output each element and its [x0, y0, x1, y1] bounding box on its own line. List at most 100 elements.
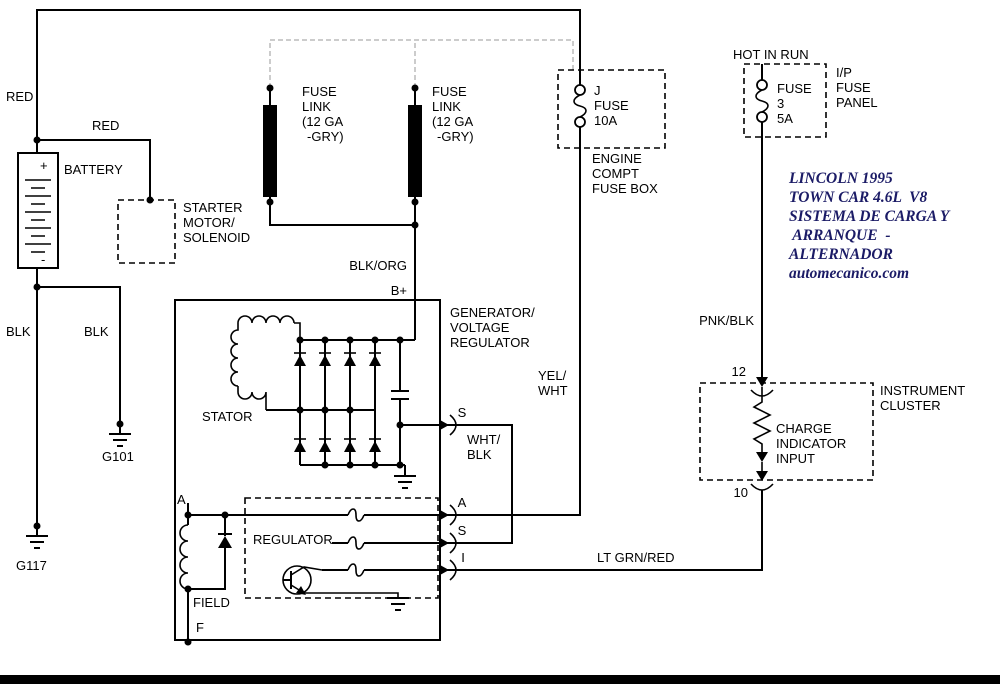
vehicle-note: LINCOLN 1995 TOWN CAR 4.6L V8 SISTEMA DE…	[788, 170, 951, 282]
engine-fuse-box-line2: COMPT	[592, 166, 639, 181]
generator-caption-line1: GENERATOR/	[450, 305, 535, 320]
regulator-i-squiggle	[347, 563, 365, 577]
rectifier-bridge	[266, 300, 416, 489]
terminal-s-label: S	[458, 523, 467, 538]
fuse-link-left-line4: -GRY)	[307, 129, 344, 144]
terminal-s-top-arrow	[440, 420, 449, 430]
ip-fuse-panel-box	[743, 63, 827, 138]
starter-caption: STARTER MOTOR/ SOLENOID	[183, 200, 250, 245]
label-red-main: RED	[6, 89, 33, 104]
label-lt-grn-red: LT GRN/RED	[597, 550, 675, 565]
fuse-link-right-line4: -GRY)	[437, 129, 474, 144]
starter-solenoid-box	[117, 199, 176, 264]
bridge-ground	[394, 465, 416, 489]
starter-caption-line3: SOLENOID	[183, 230, 250, 245]
ground-g117	[26, 526, 48, 549]
stator-label: STATOR	[202, 409, 253, 424]
engine-fuse-box-line3: FUSE BOX	[592, 181, 658, 196]
ghost-line-left	[269, 39, 574, 88]
fuse-3-terminal-top	[756, 79, 768, 91]
fuse-link-right-bar	[408, 105, 422, 197]
fuse-j-symbol	[573, 84, 587, 128]
fuse-j-element	[573, 94, 587, 118]
engine-fuse-box-line1: ENGINE	[592, 151, 642, 166]
fuse-j-word: FUSE	[594, 98, 629, 113]
charge-indicator-caption: CHARGE INDICATOR INPUT	[776, 421, 846, 466]
fuse-link-right-line1: FUSE	[432, 84, 467, 99]
label-yel-wht-line2: WHT	[538, 383, 568, 398]
ip-panel-line3: PANEL	[836, 95, 878, 110]
ip-panel-line2: FUSE	[836, 80, 871, 95]
cluster-caption-line1: INSTRUMENT	[880, 383, 965, 398]
cluster-resistor	[752, 387, 772, 471]
regulator-ground	[304, 592, 409, 611]
terminal-a-arrow	[440, 510, 449, 520]
regulator-s-squiggle	[347, 536, 365, 550]
junction-dots	[33, 84, 419, 646]
fuse-link-right-line2: LINK	[432, 99, 461, 114]
label-blk-main: BLK	[6, 324, 31, 339]
ground-g117-bars	[26, 535, 48, 549]
ground-g101-label: G101	[102, 449, 134, 464]
fuse-link-right-line3: (12 GA	[432, 114, 474, 129]
terminal-i-arrow	[440, 565, 449, 575]
terminal-i-arc	[449, 559, 457, 581]
wire-fuselink-left-bottom	[269, 197, 415, 226]
field-winding	[179, 503, 189, 642]
charge-caption-line1: CHARGE	[776, 421, 832, 436]
ghost-dashed-links	[269, 39, 574, 88]
fuse-3-word: FUSE	[777, 81, 812, 96]
fuse-j-rating: 10A	[594, 113, 617, 128]
stator-coil-left	[230, 323, 239, 387]
terminal-s-arc	[449, 532, 457, 554]
stator-coil-top	[237, 315, 301, 340]
label-blk-org: BLK/ORG	[349, 258, 407, 273]
generator-caption-line2: VOLTAGE	[450, 320, 510, 335]
terminal-s-arrow	[440, 538, 449, 548]
wire-yelwht-fuse-to-a-terminal	[364, 127, 581, 516]
terminal-s-top-label: S	[458, 405, 467, 420]
label-yel-wht-line1: YEL/	[538, 368, 567, 383]
fuse-3-terminal-bottom	[756, 111, 768, 123]
fuse-j-letter: J	[594, 83, 601, 98]
ip-panel-line1: I/P	[836, 65, 852, 80]
generator-caption-line3: REGULATOR	[450, 335, 530, 350]
generator-terminals	[440, 414, 457, 581]
engine-fuse-box	[557, 69, 666, 149]
stator-coil-bottom	[237, 386, 267, 410]
fuse-3-symbol	[755, 79, 769, 123]
cluster-caption: INSTRUMENT CLUSTER	[880, 383, 965, 413]
starter-caption-line1: STARTER	[183, 200, 242, 215]
instrument-cluster-box	[699, 382, 874, 481]
label-wht-blk-line2: BLK	[467, 447, 492, 462]
fuse-link-left-caption: FUSE LINK (12 GA -GRY)	[302, 84, 344, 144]
regulator-internal-wires	[188, 508, 365, 577]
battery-minus-sign: -	[41, 252, 45, 267]
fuse-link-left-bar	[263, 105, 277, 197]
charge-caption-line2: INDICATOR	[776, 436, 846, 451]
note-line1: LINCOLN 1995	[788, 170, 893, 187]
label-wht-blk-line1: WHT/	[467, 432, 501, 447]
note-line3: SISTEMA DE CARGA Y	[789, 208, 951, 225]
capacitor-symbol	[391, 340, 409, 465]
cluster-caption-line2: CLUSTER	[880, 398, 941, 413]
fuse-3-rating: 5A	[777, 111, 793, 126]
fuse-3-number: 3	[777, 96, 784, 111]
fuse-link-left-line3: (12 GA	[302, 114, 344, 129]
engine-fuse-box-caption: ENGINE COMPT FUSE BOX	[592, 151, 658, 196]
battery-plus-sign: +	[40, 158, 48, 173]
regulator-label: REGULATOR	[253, 532, 333, 547]
battery-symbol: + -	[17, 152, 59, 269]
cluster-pin-12-label: 12	[732, 364, 746, 379]
fuse-link-left-line2: LINK	[302, 99, 331, 114]
battery-plates	[25, 179, 51, 253]
ground-g101	[109, 424, 131, 447]
cluster-pin-10	[750, 471, 774, 491]
hot-in-run-label: HOT IN RUN	[733, 47, 809, 62]
terminal-f-label: F	[196, 620, 204, 635]
fuse-3-caption: FUSE 3 5A	[777, 81, 812, 126]
battery-box	[17, 152, 59, 269]
label-b-plus: B+	[391, 283, 407, 298]
fuse-link-right-caption: FUSE LINK (12 GA -GRY)	[432, 84, 474, 144]
